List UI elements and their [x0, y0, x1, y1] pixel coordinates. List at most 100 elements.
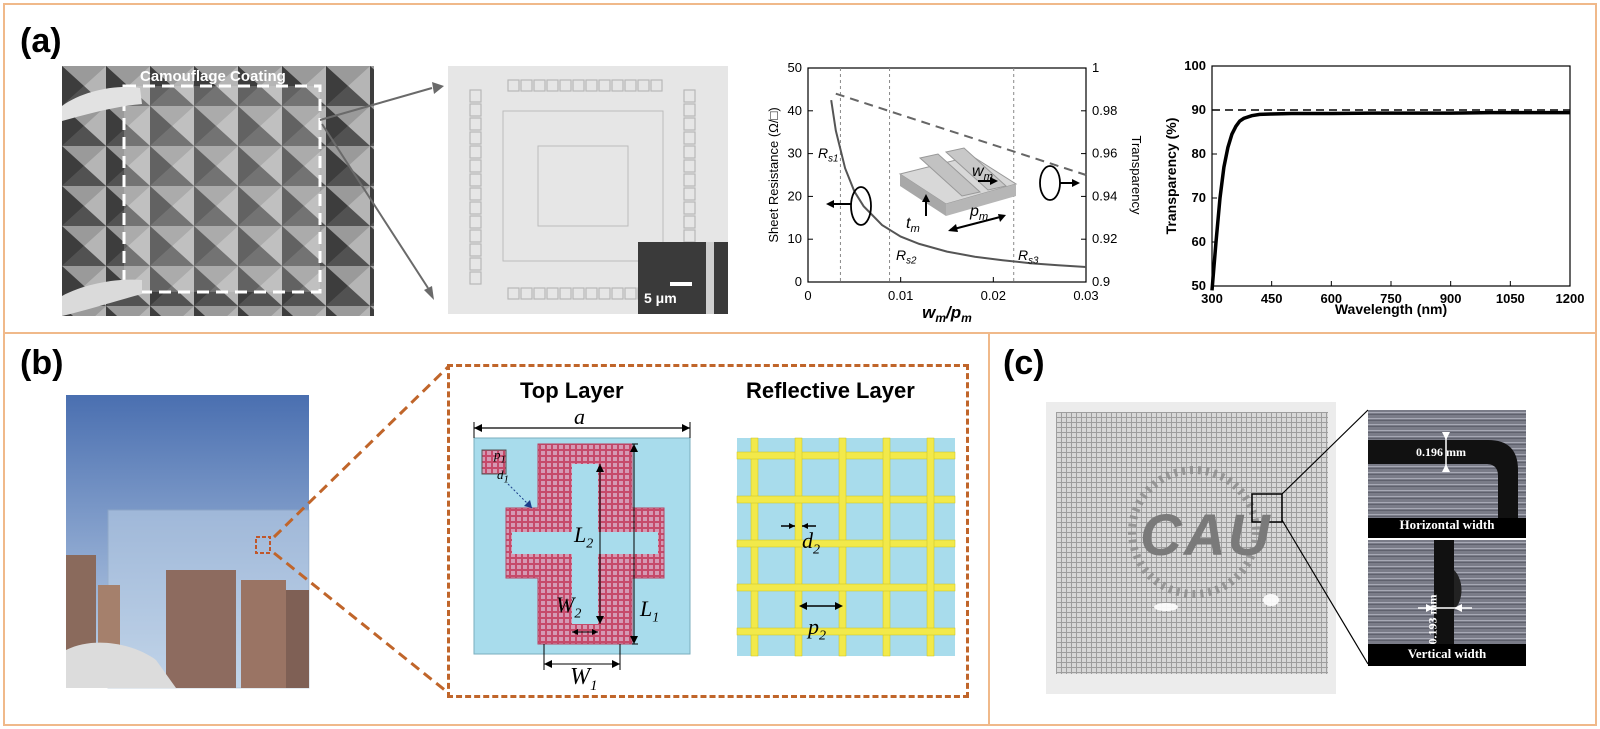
label-rs2-var: R: [896, 247, 906, 263]
x-label-w-sub: m: [935, 311, 946, 325]
y-left-tick-label: 20: [788, 188, 802, 203]
fabricated-sample-photo: [1046, 402, 1336, 694]
label-rs1: Rs1: [818, 145, 838, 165]
cell-right: [683, 117, 696, 131]
label-L1-sub: 1: [652, 610, 660, 626]
cell-bottom: [585, 287, 598, 300]
cell-top: [507, 79, 520, 92]
cell-right: [683, 215, 696, 229]
cell-top: [572, 79, 585, 92]
d2-arrowhead-right: [802, 523, 808, 529]
label-L1-var: L: [640, 596, 653, 621]
label-d2-sub: 2: [813, 542, 820, 558]
label-wm: wm: [972, 163, 993, 183]
y-tick-label: 70: [1192, 190, 1206, 205]
cell-top: [650, 79, 663, 92]
cell-top: [624, 79, 637, 92]
label-d2-var: d: [802, 528, 813, 553]
cell-left: [469, 271, 482, 285]
cell-bottom: [572, 287, 585, 300]
cell-right: [683, 159, 696, 173]
wm-arrowhead: [990, 177, 998, 185]
cell-bottom: [611, 287, 624, 300]
y-tick-label: 80: [1192, 146, 1206, 161]
horizontal-caption: Horizontal width: [1399, 517, 1495, 532]
label-rs3: Rs3: [1018, 247, 1039, 267]
panel-b-label: (b): [20, 344, 64, 382]
metal-line-horizontal: [736, 627, 956, 636]
y-tick-label: 90: [1192, 102, 1206, 117]
label-p1: p1: [494, 447, 506, 466]
y-left-tick-label: 50: [788, 60, 802, 75]
cell-bottom: [559, 287, 572, 300]
cell-bottom: [598, 287, 611, 300]
x-tick-label: 450: [1261, 291, 1283, 306]
x-axis-label: wm/pm: [922, 303, 972, 325]
y-right-tick-label: 1: [1092, 60, 1099, 75]
label-L2-sub: 2: [586, 536, 594, 552]
y-tick-label: 60: [1192, 234, 1206, 249]
x-label-p-sub: m: [961, 311, 972, 325]
d2-arrowhead-left: [789, 523, 795, 529]
unit-cell-box: [447, 364, 969, 698]
label-W1-sub: 1: [590, 677, 598, 694]
top-layer-title: Top Layer: [520, 378, 624, 403]
zoom-arrows: [319, 82, 444, 300]
label-wm-sub: m: [984, 171, 993, 183]
label-tm-sub: m: [910, 223, 919, 235]
x-tick-label: 600: [1320, 291, 1342, 306]
x-label-slash: /: [945, 303, 953, 322]
y-left-tick-label: 0: [795, 274, 802, 289]
label-d1-var: d: [497, 467, 504, 482]
anechoic-chamber-photo: [62, 66, 374, 316]
p2-arrowhead-right: [835, 602, 843, 610]
y-right-tick-label: 0.96: [1092, 146, 1117, 161]
metal-line-vertical: [926, 437, 935, 657]
series-transparency-spectrum: [1210, 110, 1570, 291]
panel-a-label: (a): [20, 22, 62, 60]
cell-right: [683, 173, 696, 187]
tm-arrowhead: [922, 194, 930, 202]
p2-arrowhead-left: [799, 602, 807, 610]
cell-left: [469, 173, 482, 187]
label-rs2: Rs2: [896, 247, 917, 267]
x-tick-label: 300: [1201, 291, 1223, 306]
horizontal-width-micrograph: [1368, 410, 1526, 538]
cell-left: [469, 145, 482, 159]
pm-arrowhead: [948, 224, 958, 232]
cell-bottom: [520, 287, 533, 300]
label-d2: d2: [802, 528, 820, 558]
cell-right: [683, 201, 696, 215]
zoom-lines-b: [272, 365, 450, 693]
cell-bottom: [624, 287, 637, 300]
mesh-side: [946, 184, 1016, 216]
cell-right: [683, 145, 696, 159]
x-tick-label: 0.01: [888, 288, 913, 303]
cell-left: [469, 229, 482, 243]
label-L2-var: L: [574, 522, 587, 547]
cau-logo: CAU: [1140, 503, 1272, 568]
label-rs3-var: R: [1018, 247, 1028, 263]
y-right-tick-label: 0.94: [1092, 188, 1117, 203]
mesh-side: [900, 174, 946, 216]
cell-right: [683, 89, 696, 103]
cell-top: [598, 79, 611, 92]
label-rs2-sub: s2: [906, 256, 917, 267]
label-tm: tm: [906, 215, 920, 235]
y-right-tick-label: 0.92: [1092, 231, 1117, 246]
cell-top: [533, 79, 546, 92]
label-L1: L1: [640, 596, 659, 626]
y-left-tick-label: 40: [788, 103, 802, 118]
label-wm-var: w: [972, 163, 985, 180]
cell-left: [469, 103, 482, 117]
label-pm-sub: m: [979, 211, 988, 223]
vertical-width-micrograph: [1368, 540, 1526, 666]
x-tick-label: 0: [804, 288, 811, 303]
y-right-axis-label: Transparency: [1129, 136, 1144, 215]
panel-c-frame: [988, 332, 1597, 726]
cell-top: [611, 79, 624, 92]
cell-top: [585, 79, 598, 92]
pm-arrow: [949, 215, 1005, 231]
left-axis-marker: [850, 186, 872, 226]
